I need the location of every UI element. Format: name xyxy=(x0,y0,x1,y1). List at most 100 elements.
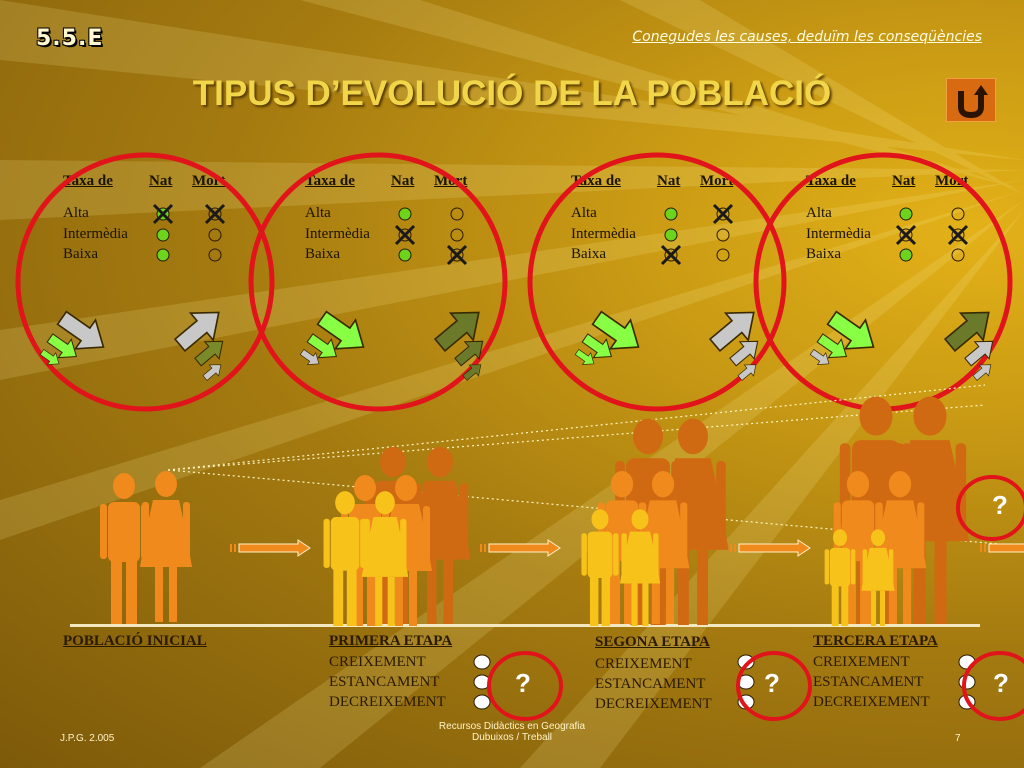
down-trend-arrow-icon xyxy=(316,310,365,350)
cross-mark-icon xyxy=(152,203,174,225)
up-trend-arrow-icon xyxy=(202,364,222,381)
row-label-intermedia: Intermèdia xyxy=(305,226,370,242)
crossed-rate-dot xyxy=(716,207,730,221)
cross-mark-icon xyxy=(895,224,917,246)
empty-rate-dot xyxy=(450,228,464,242)
footer-author: J.P.G. 2.005 xyxy=(60,733,115,744)
person-figure xyxy=(100,473,148,624)
stage-title-third: TERCERA ETAPA xyxy=(813,633,938,649)
stage-circle xyxy=(248,152,508,412)
down-trend-arrow-icon xyxy=(306,333,338,359)
person-figure xyxy=(581,509,619,626)
footer-credits-line1: Recursos Didàctics en Geografia xyxy=(438,721,586,732)
person-figure xyxy=(824,529,856,626)
person-figure xyxy=(361,491,409,626)
up-trend-arrow-icon xyxy=(462,364,482,381)
selected-rate-dot xyxy=(899,248,913,262)
page-number: 7 xyxy=(955,733,961,744)
stage-option: ESTANCAMENT xyxy=(813,674,924,690)
column-header-nat: Nat xyxy=(892,173,916,189)
up-trend-arrow-icon xyxy=(729,340,759,367)
down-trend-arrow-icon xyxy=(39,348,60,365)
down-trend-arrow-icon xyxy=(56,310,105,350)
up-trend-arrow-icon xyxy=(173,311,220,353)
row-label-alta: Alta xyxy=(63,205,89,221)
column-header-nat: Nat xyxy=(149,173,173,189)
empty-rate-dot xyxy=(951,248,965,262)
crossed-rate-dot xyxy=(951,228,965,242)
column-header-nat: Nat xyxy=(657,173,681,189)
stage-transition-arrow-icon xyxy=(730,539,811,557)
stage-title-initial: POBLACIÓ INICIAL xyxy=(63,633,207,649)
empty-rate-dot xyxy=(951,207,965,221)
row-label-intermedia: Intermèdia xyxy=(806,226,871,242)
option-radio xyxy=(737,654,755,670)
question-circle xyxy=(956,475,1024,541)
question-mark-first: ? xyxy=(515,668,531,698)
stage-circle xyxy=(15,152,275,412)
row-label-baixa: Baixa xyxy=(806,246,841,262)
row-label-intermedia: Intermèdia xyxy=(63,226,128,242)
empty-rate-dot xyxy=(716,248,730,262)
cross-mark-icon xyxy=(204,203,226,225)
question-circle xyxy=(962,651,1024,721)
row-label-alta: Alta xyxy=(305,205,331,221)
stage-option: CREIXEMENT xyxy=(329,654,426,670)
return-button[interactable] xyxy=(946,78,996,122)
column-header-mort: Mort xyxy=(935,173,969,189)
subtitle: Conegudes les causes, deduïm les conseqü… xyxy=(632,29,982,45)
question-circle xyxy=(736,651,812,721)
question-circle xyxy=(487,651,563,721)
column-header-taxa: Taxa de xyxy=(305,173,355,189)
question-mark-third: ? xyxy=(993,668,1009,698)
cross-mark-icon xyxy=(712,203,734,225)
row-label-baixa: Baixa xyxy=(571,246,606,262)
column-header-taxa: Taxa de xyxy=(806,173,856,189)
up-trend-arrow-icon xyxy=(737,364,757,381)
selected-rate-dot xyxy=(664,228,678,242)
rate-marks xyxy=(152,203,226,262)
row-label-alta: Alta xyxy=(806,205,832,221)
dotted-line xyxy=(167,404,986,471)
page-title: TIPUS D’EVOLUCIÓ DE LA POBLACIÓ xyxy=(192,74,832,113)
person-figure xyxy=(140,471,192,622)
stage-option: ESTANCAMENT xyxy=(329,674,440,690)
up-trend-arrow-icon xyxy=(972,364,992,381)
crossed-rate-dot xyxy=(664,248,678,262)
down-trend-arrow-icon xyxy=(591,310,640,350)
up-trend-arrow-icon xyxy=(454,340,484,367)
up-trend-arrow-icon xyxy=(708,311,755,353)
down-trend-arrow-icon xyxy=(299,348,320,365)
stage-option: CREIXEMENT xyxy=(813,654,910,670)
stage-option: ESTANCAMENT xyxy=(595,676,706,692)
cross-mark-icon xyxy=(446,244,468,266)
stage-circle xyxy=(527,152,787,412)
cross-mark-icon xyxy=(947,224,969,246)
selected-rate-dot xyxy=(899,207,913,221)
stage-title-first: PRIMERA ETAPA xyxy=(329,633,453,649)
dotted-line xyxy=(167,469,1011,546)
column-header-nat: Nat xyxy=(391,173,415,189)
up-trend-arrow-icon xyxy=(964,340,994,367)
selected-rate-dot xyxy=(156,248,170,262)
selected-rate-dot xyxy=(664,207,678,221)
up-trend-arrow-icon xyxy=(194,340,224,367)
option-radio xyxy=(473,694,491,710)
crossed-rate-dot xyxy=(208,207,222,221)
cross-mark-icon xyxy=(394,224,416,246)
ground-line xyxy=(70,624,980,627)
stage-transition-arrow-icon xyxy=(480,539,561,557)
stage-transition-arrow-icon xyxy=(980,543,1024,553)
question-mark-next: ? xyxy=(992,490,1008,520)
up-trend-arrow-icon xyxy=(943,311,990,353)
row-label-intermedia: Intermèdia xyxy=(571,226,636,242)
down-trend-arrow-icon xyxy=(809,348,830,365)
down-trend-arrow-icon xyxy=(46,333,78,359)
empty-rate-dot xyxy=(208,228,222,242)
footer-credits: Recursos Didàctics en Geografia Dubuixos… xyxy=(412,721,612,743)
row-label-alta: Alta xyxy=(571,205,597,221)
row-label-baixa: Baixa xyxy=(63,246,98,262)
